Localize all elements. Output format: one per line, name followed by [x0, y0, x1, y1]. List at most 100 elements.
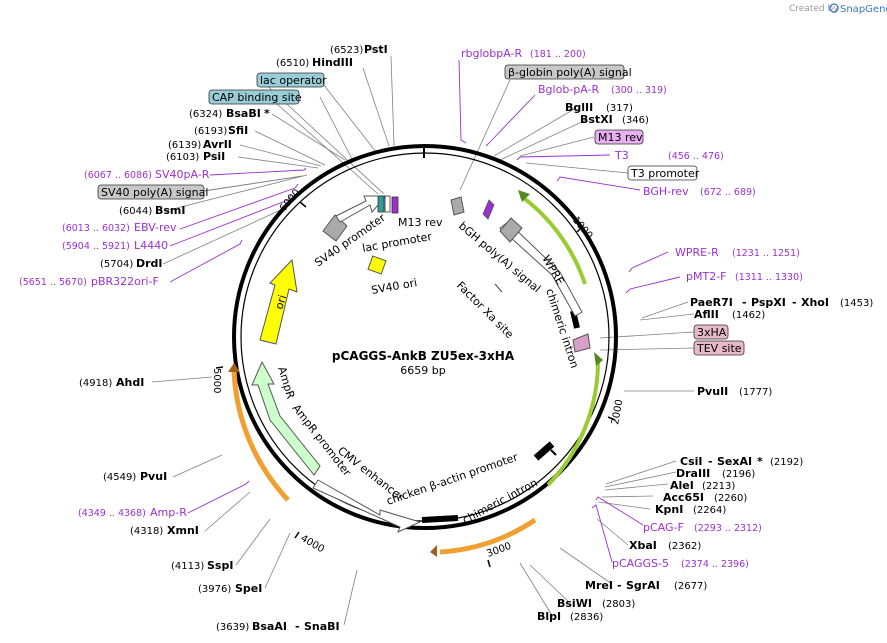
site-hindiii[interactable]: (6510) HindIII [276, 56, 353, 69]
sv40-promoter-feature [335, 195, 388, 223]
site-sexai-name: SexAI [717, 455, 752, 468]
site-pvui-name: PvuI [140, 470, 167, 483]
site-xhoi[interactable]: PaeR7I - PspXI - XhoI (1453) [690, 296, 873, 309]
site-alei[interactable]: AleI (2213) [670, 479, 735, 492]
site-acc65i-pos: (2260) [714, 493, 747, 504]
hatag-box-label: 3xHA [697, 326, 727, 339]
primer-sv40pa[interactable]: (6067 .. 6086) SV40pA-R [84, 168, 210, 181]
site-avrii-pos: (6139) [168, 140, 201, 151]
site-blpi-name: BlpI [537, 610, 561, 623]
site-xbai[interactable]: XbaI (2362) [629, 539, 701, 552]
m13-rev-box[interactable] [594, 129, 644, 145]
t3-promoter-box[interactable] [627, 165, 698, 181]
wpre-feature [499, 221, 583, 317]
hatag-box[interactable] [693, 324, 729, 340]
lac-promoter-label: lac promoter [361, 230, 433, 255]
primer-t3[interactable]: T3 (456 .. 476) [614, 149, 724, 162]
site-ahdi-pos: (4918) [79, 378, 112, 389]
lac-operator-box[interactable] [256, 72, 325, 88]
site-pvuii[interactable]: PvuII (1777) [697, 385, 772, 398]
primer-pmt2-name: pMT2-F [686, 270, 727, 283]
site-kpni-name: KpnI [655, 503, 683, 516]
site-psii[interactable]: (6103) PsiI [166, 150, 225, 163]
site-sgrai-pos: (2677) [674, 581, 707, 592]
site-draiii-name: DraIII [676, 467, 710, 480]
primer-pbr322-name: pBR322ori-F [91, 275, 159, 288]
site-xmni-pos: (4318) [130, 526, 163, 537]
site-bstxi[interactable]: BstXI (346) [580, 113, 649, 126]
hatag-feature [572, 333, 591, 353]
factor-xa-label: Factor Xa site [454, 279, 516, 341]
primer-pbr322[interactable]: (5651 .. 5670) pBR322ori-F [19, 275, 159, 288]
site-xhoi-name: XhoI [801, 296, 829, 309]
m13-rev-box-label: M13 rev [598, 131, 643, 144]
site-sfii-pos: (6193) [194, 126, 227, 137]
site-bsabi[interactable]: (6324) BsaBI * [189, 107, 270, 120]
site-csii-name: CsiI [680, 455, 702, 468]
purple-feature-1 [482, 199, 495, 220]
site-psti[interactable]: (6523) PstI [330, 43, 388, 56]
t3-promoter-box-label: T3 promoter [630, 167, 700, 180]
orange-arrowhead-1 [430, 545, 437, 557]
ampr-label: AmpR [275, 365, 297, 401]
tick-6000: 6000 [278, 187, 303, 214]
tev-site-box[interactable] [693, 340, 745, 356]
primer-bgh[interactable]: BGH-rev (672 .. 689) [643, 185, 756, 198]
site-kpni[interactable]: KpnI (2264) [655, 503, 726, 516]
site-avrii[interactable]: (6139) AvrII [168, 138, 232, 151]
sv40-polya-box[interactable] [97, 184, 205, 200]
site-bsabi-star: * [264, 107, 270, 120]
site-acc65i[interactable]: Acc65I (2260) [663, 491, 747, 504]
primer-wpre[interactable]: WPRE-R (1231 .. 1251) [675, 246, 800, 259]
site-blpi[interactable]: BlpI (2836) [537, 610, 603, 623]
green-feature-arc-2 [546, 359, 601, 487]
site-bsiwi[interactable]: BsiWI (2803) [557, 597, 635, 610]
site-draiii[interactable]: DraIII (2196) [676, 467, 755, 480]
primer-rbglobpa[interactable]: rbglobpA-R (181 .. 200) [461, 47, 586, 60]
site-bglii-name: BglII [565, 101, 593, 114]
primer-pcaggs5[interactable]: pCAGGS-5 (2374 .. 2396) [612, 557, 749, 570]
cmv-enhancer-feature [312, 479, 422, 533]
site-aflii-name: AflII [694, 308, 719, 321]
site-srgai[interactable]: MreI - SgrAI (2677) [585, 579, 707, 592]
site-hindiii-pos: (6510) [276, 58, 309, 69]
site-bsmi-name: BsmI [155, 204, 186, 217]
bglobin-polya-box-label: β-globin poly(A) signal [508, 66, 632, 79]
primer-t3-pos: (456 .. 476) [668, 151, 724, 162]
credit-text: Created by [789, 4, 839, 14]
primer-pcagf-name: pCAG-F [643, 521, 684, 534]
tick-5000: 5000 [211, 368, 222, 393]
primer-pmt2[interactable]: pMT2-F (1311 .. 1330) [686, 270, 803, 283]
site-bsmi[interactable]: (6044) BsmI [119, 204, 186, 217]
primer-ebv[interactable]: (6013 .. 6032) EBV-rev [62, 221, 177, 234]
primer-bglobpa[interactable]: Bglob-pA-R (300 .. 319) [538, 83, 667, 96]
primer-pcagf[interactable]: pCAG-F (2293 .. 2312) [643, 521, 762, 534]
site-bsaai-pos: (3639) [216, 622, 249, 633]
site-xmni[interactable]: (4318) XmnI [130, 524, 199, 537]
site-spei[interactable]: (3976) SpeI [198, 582, 262, 595]
site-ahdi[interactable]: (4918) AhdI [79, 376, 144, 389]
cap-site-block [377, 195, 385, 213]
primer-l4440[interactable]: (5904 .. 5921) L4440 [62, 239, 168, 252]
primer-pcaggs5-name: pCAGGS-5 [612, 557, 669, 570]
site-bglii[interactable]: BglII (317) [565, 101, 633, 114]
site-psti-pos: (6523) [330, 45, 363, 56]
ampr-feature [251, 360, 321, 476]
site-sfii[interactable]: (6193) SfiI [194, 124, 248, 137]
cap-binding-site-box[interactable] [208, 89, 300, 105]
primer-pcaggs5-pos: (2374 .. 2396) [681, 559, 749, 570]
site-sspi[interactable]: (4113) SspI [171, 559, 233, 572]
site-sexai[interactable]: CsiI - SexAI * (2192) [680, 455, 803, 468]
orange-feature-arc-2 [231, 367, 290, 502]
bglobin-polya-box[interactable] [504, 64, 625, 80]
feature-tick [550, 449, 557, 456]
site-aflii[interactable]: AflII (1462) [694, 308, 765, 321]
site-bsiwi-name: BsiWI [557, 597, 592, 610]
site-bsaai[interactable]: (3639) BsaAI - SnaBI [216, 620, 340, 633]
primer-ampr[interactable]: (4349 .. 4368) Amp-R [78, 506, 187, 519]
site-hindiii-name: HindIII [312, 56, 353, 69]
site-pvui[interactable]: (4549) PvuI [103, 470, 167, 483]
site-drdi[interactable]: (5704) DrdI [100, 257, 163, 270]
grey-feature-2 [499, 217, 523, 243]
ori-feature [259, 258, 298, 345]
